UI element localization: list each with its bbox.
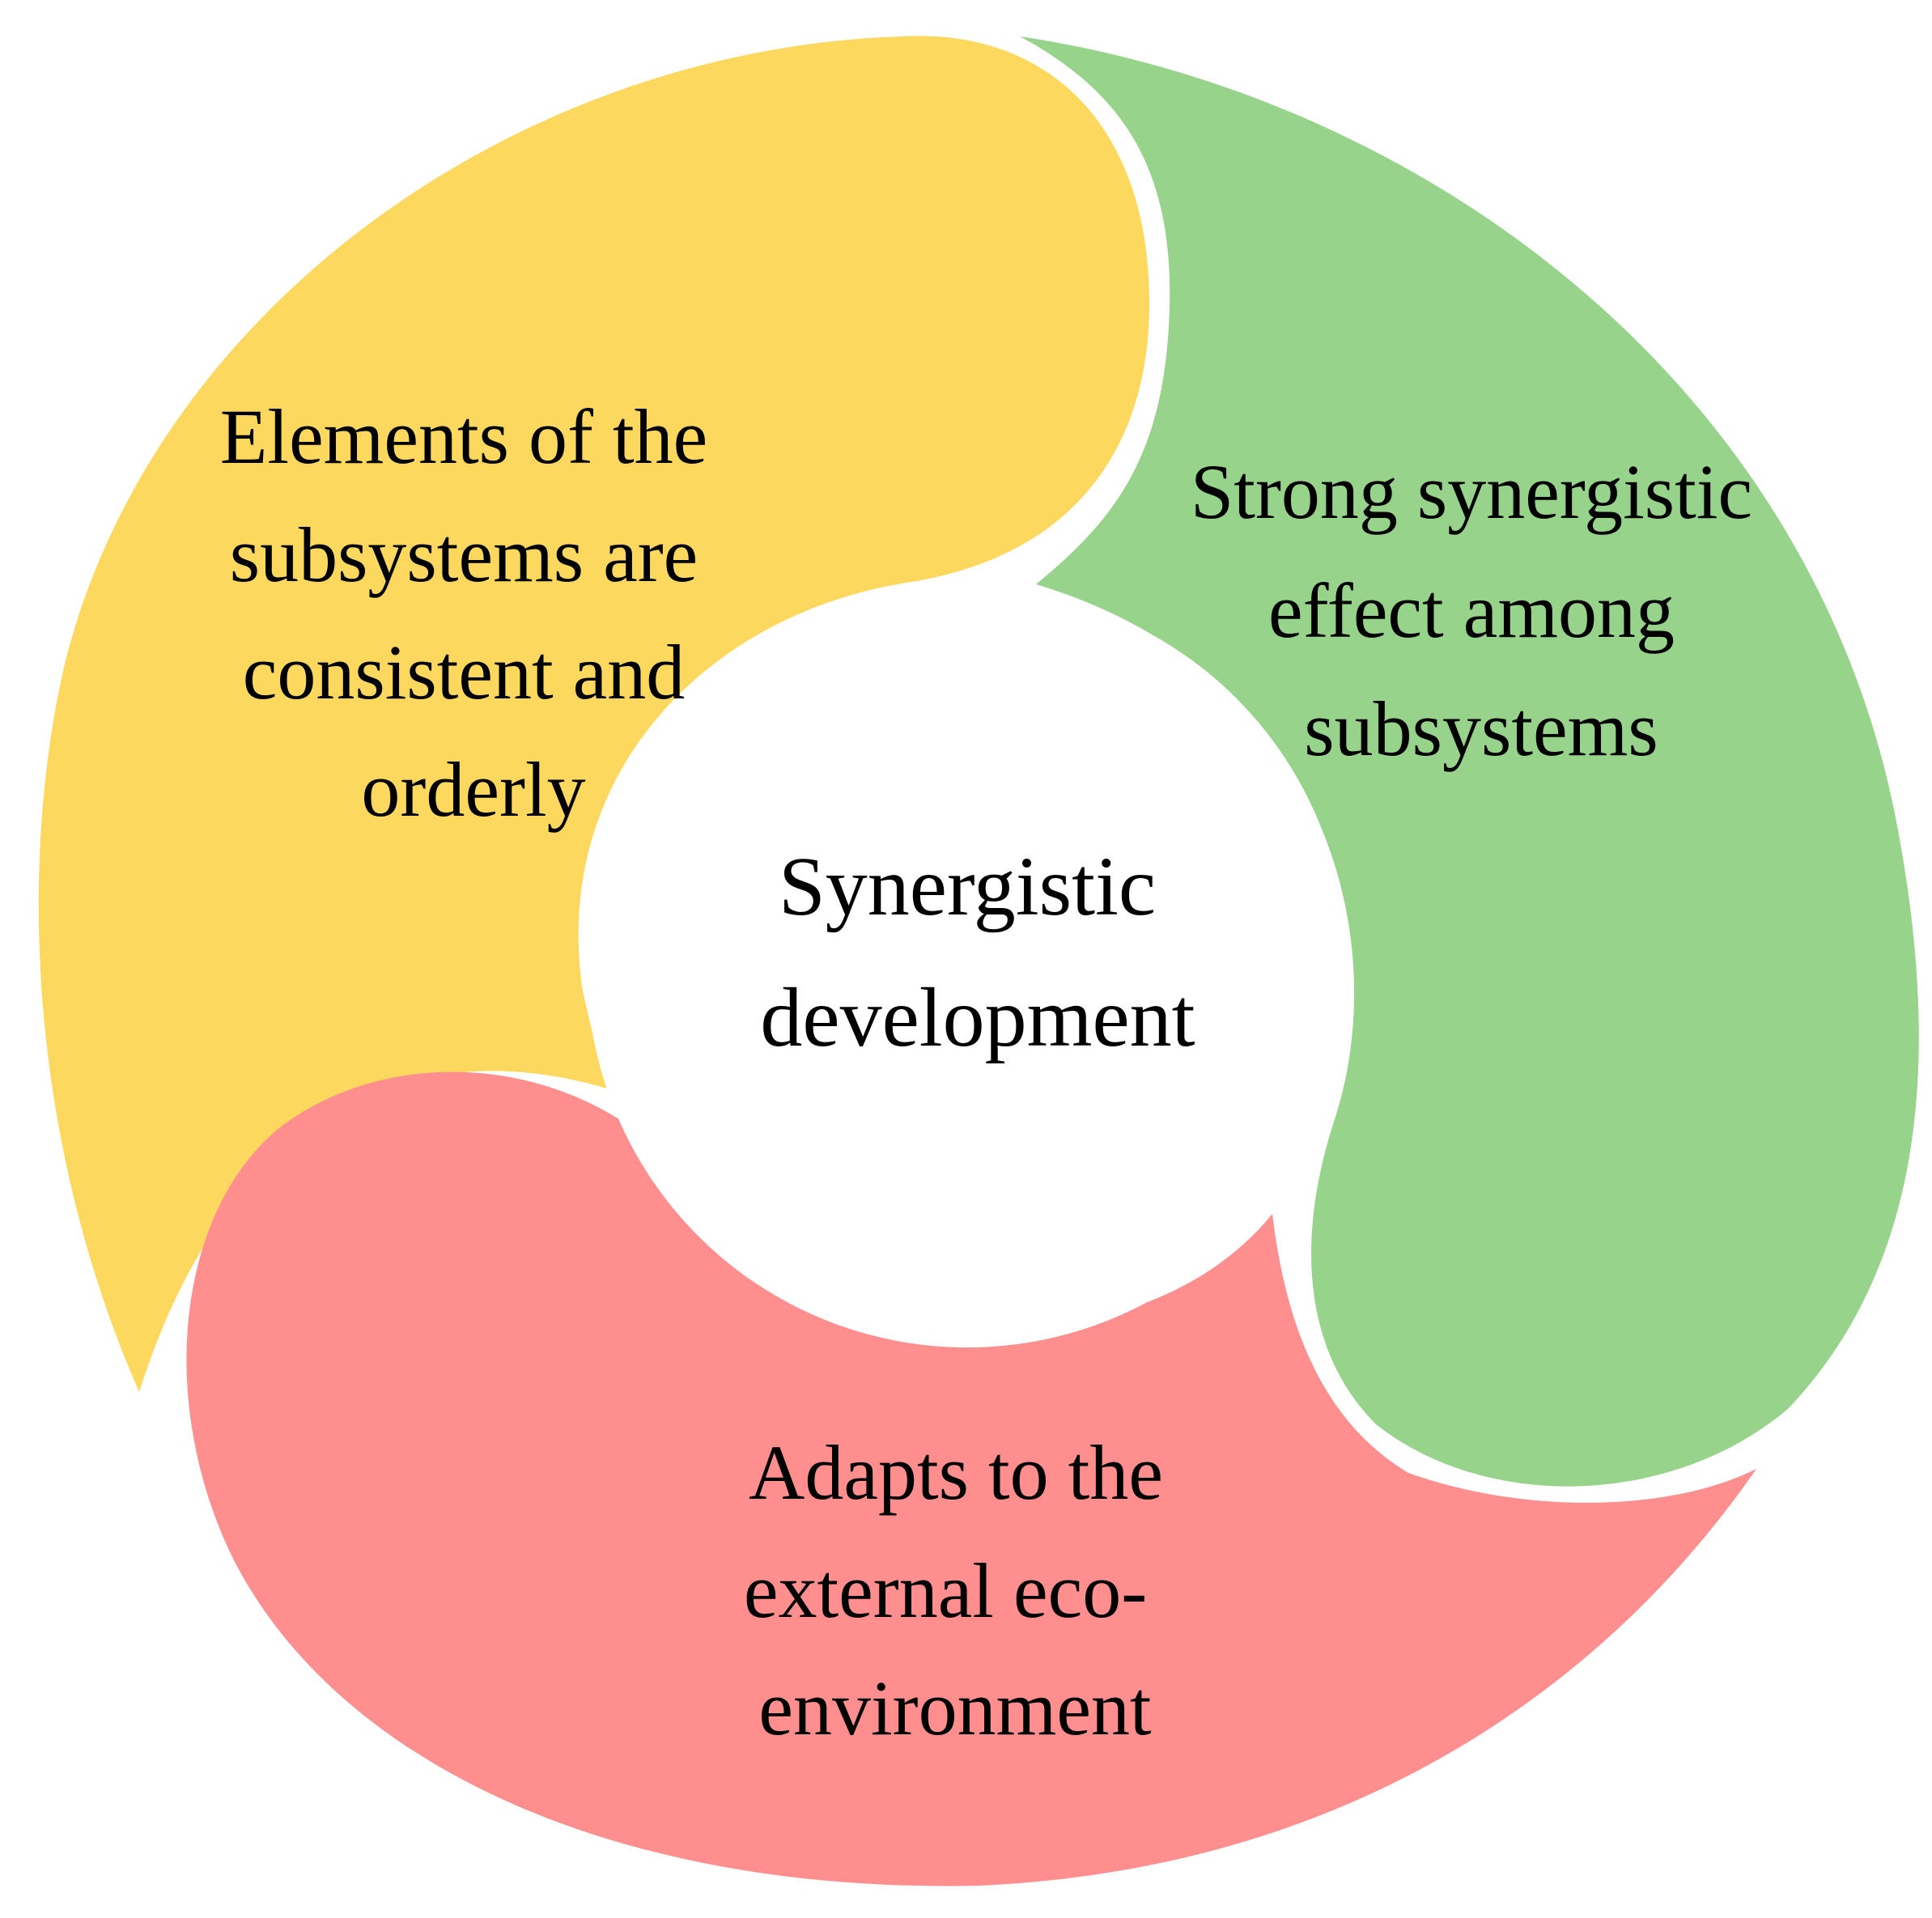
segment-red-label-line-2: external eco- (744, 1547, 1147, 1634)
center-label: Synergistic development (760, 840, 1195, 1064)
segment-red-label: Adapts to the external eco- environment (744, 1429, 1183, 1751)
segment-green-label-line-2: effect among (1268, 567, 1675, 654)
segment-yellow (38, 36, 1149, 1392)
segment-red-label-line-3: environment (758, 1665, 1152, 1751)
center-circle (587, 587, 1348, 1347)
segment-yellow-label-line-1: Elements of the (220, 393, 707, 480)
segment-yellow-label-line-4: orderly (361, 746, 585, 833)
segment-red-label-line-1: Adapts to the (749, 1429, 1163, 1516)
center-label-line-2: development (760, 971, 1195, 1064)
segment-red (186, 1071, 1756, 1886)
segment-green (1020, 36, 1919, 1487)
segment-green-label-line-3: subsystems (1304, 685, 1658, 772)
segment-yellow-label-line-3: consistent and (243, 629, 686, 715)
segment-yellow-label-line-2: subsystems are (230, 511, 698, 598)
center-label-line-1: Synergistic (779, 840, 1156, 933)
segment-yellow-label: Elements of the subsystems are consisten… (220, 393, 727, 833)
segment-green-label: Strong synergistic effect among subsyste… (1191, 448, 1772, 772)
segment-green-label-line-1: Strong synergistic (1191, 448, 1752, 535)
